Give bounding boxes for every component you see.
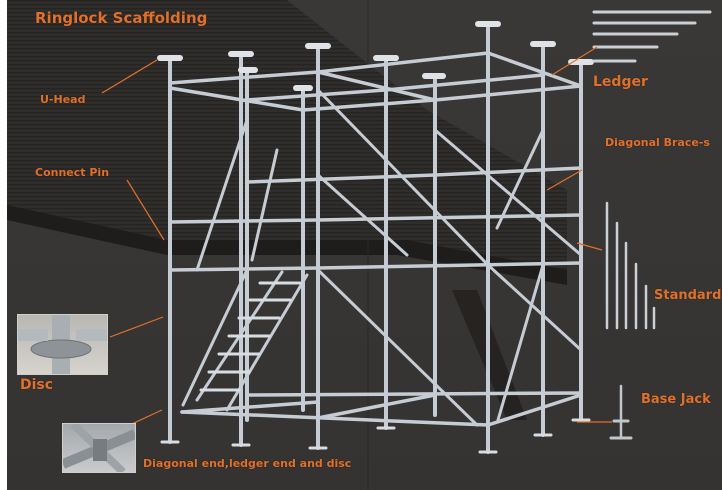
diagonal-end-photo-icon (63, 424, 135, 472)
disc-inset-photo (17, 314, 108, 375)
disc-photo-icon (18, 315, 107, 374)
label-u-head: U-Head (40, 93, 86, 106)
label-base-jack: Base Jack (641, 392, 711, 407)
label-diagonal-end: Diagonal end,ledger end and disc (143, 457, 352, 470)
diagonal-end-inset-photo (62, 423, 136, 473)
scaffolding-diagram: Ringlock Scaffolding U-Head Connect Pin … (7, 0, 722, 490)
label-disc: Disc (20, 377, 54, 393)
label-standards: Standards (654, 288, 722, 303)
label-diagonal-braces: Diagonal Brace-s (605, 136, 710, 149)
diagram-title: Ringlock Scaffolding (35, 9, 208, 27)
label-ledger: Ledger (593, 74, 648, 90)
label-connect-pin: Connect Pin (35, 166, 110, 179)
